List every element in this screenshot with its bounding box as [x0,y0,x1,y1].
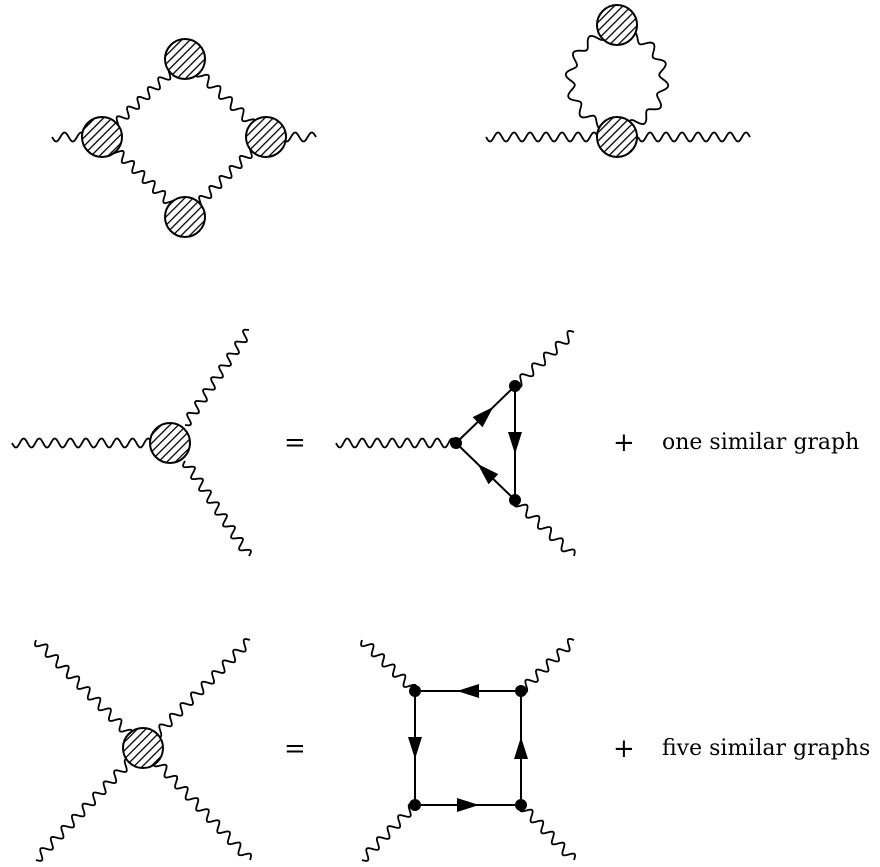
vertex-blob-right [245,116,287,158]
external-photon-upper-right [154,638,251,738]
external-photon-lower [182,460,252,557]
vertex-blob-top [164,38,206,80]
external-photon-right [637,131,751,143]
external-photon-left [335,437,457,449]
vertex-blob-four-point [596,116,638,158]
fermion-arrow [508,432,522,454]
plus-sign-four-point: + [613,734,635,764]
fermion-arrow [457,798,479,812]
loop-blob-top [596,4,638,46]
external-photon-upper [514,330,575,388]
equals-sign-four-point: = [284,734,306,764]
external-photon-lower-right [519,804,576,861]
external-photon-lower [513,499,576,557]
vertex-dot [509,380,521,392]
equals-sign-three-point: = [284,428,306,458]
vertex-dot [409,799,421,811]
fermion-arrow [472,406,494,428]
vertex-dot [409,685,421,697]
vertex-blob-bottom [164,196,206,238]
plus-sign-three-point: + [613,428,635,458]
vertex-blob-left [81,116,123,158]
external-photon-upper-right [520,637,575,694]
fermion-arrow [408,737,422,759]
vertex-dot [515,799,527,811]
external-photon-lower-left [35,758,132,862]
similar-graph-note-three-point: one similar graph [662,430,860,455]
external-photon-upper-left [34,639,133,737]
vertex-dot [515,685,527,697]
photon-loop [564,27,670,133]
fermion-arrow [457,684,479,698]
external-photon-upper-left [360,639,417,692]
external-photon-left [11,437,153,449]
external-photon-lower-right [153,759,252,861]
external-photon-lower-left [361,803,416,862]
vertex-blob-three-point [149,422,191,464]
similar-graph-note-four-point: five similar graphs [662,736,871,761]
vertex-blob-four-point [122,727,164,769]
fermion-arrow [477,463,499,485]
external-photon-upper [184,328,250,427]
external-photon-left [485,131,599,143]
vertex-dot [509,494,521,506]
fermion-arrow [514,737,528,759]
vertex-dot [450,437,462,449]
